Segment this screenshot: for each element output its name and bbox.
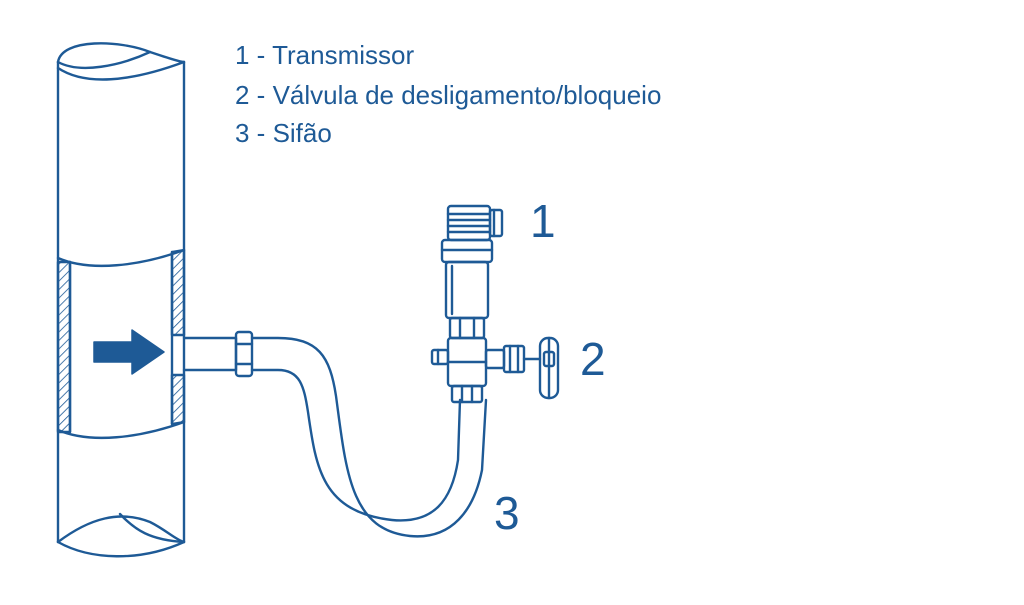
legend-item-valve: 2 - Válvula de desligamento/bloqueio	[235, 80, 662, 110]
siphon-tube	[250, 336, 488, 538]
callout-transmitter: 1	[530, 195, 556, 247]
block-valve	[430, 336, 560, 404]
tap-fitting	[182, 330, 254, 378]
legend-item-transmitter: 1 - Transmissor	[235, 40, 415, 70]
callout-valve: 2	[580, 333, 606, 385]
callout-siphon: 3	[494, 487, 520, 539]
flow-direction-arrow	[93, 329, 165, 375]
pressure-transmitter	[440, 204, 504, 340]
pipe-wall-section	[56, 248, 186, 440]
legend-item-siphon: 3 - Sifão	[235, 118, 332, 148]
process-pipe	[56, 42, 186, 558]
